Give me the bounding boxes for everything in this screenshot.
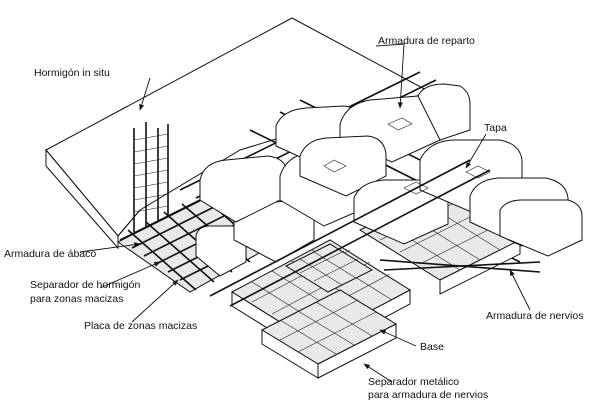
label-armadura-reparto: Armadura de reparto [378, 35, 475, 47]
concrete-slab [45, 17, 432, 250]
label-separador-hormigon-line2: para zonas macizas [30, 293, 123, 305]
leader-lines [79, 43, 531, 383]
label-placa-zonas-macizas: Placa de zonas macizas [84, 320, 197, 332]
waffle-domes [195, 83, 583, 277]
label-hormigon-in-situ: Hormigón in situ [34, 67, 110, 79]
label-separador-metalico-line2: para armadura de nervios [368, 389, 488, 401]
label-armadura-nervios: Armadura de nervios [486, 310, 583, 322]
diagram-labels: Hormigón in situ Armadura de reparto Tap… [4, 35, 583, 401]
label-tapa: Tapa [484, 122, 507, 134]
waffle-bases [230, 189, 522, 379]
nerve-rebar [209, 159, 541, 307]
label-separador-hormigon-line1: Separador de hormigón [30, 279, 140, 291]
label-armadura-abaco: Armadura de ábaco [4, 248, 96, 260]
label-separador-metalico-line1: Separador metálico [368, 376, 459, 388]
label-base: Base [420, 341, 444, 353]
